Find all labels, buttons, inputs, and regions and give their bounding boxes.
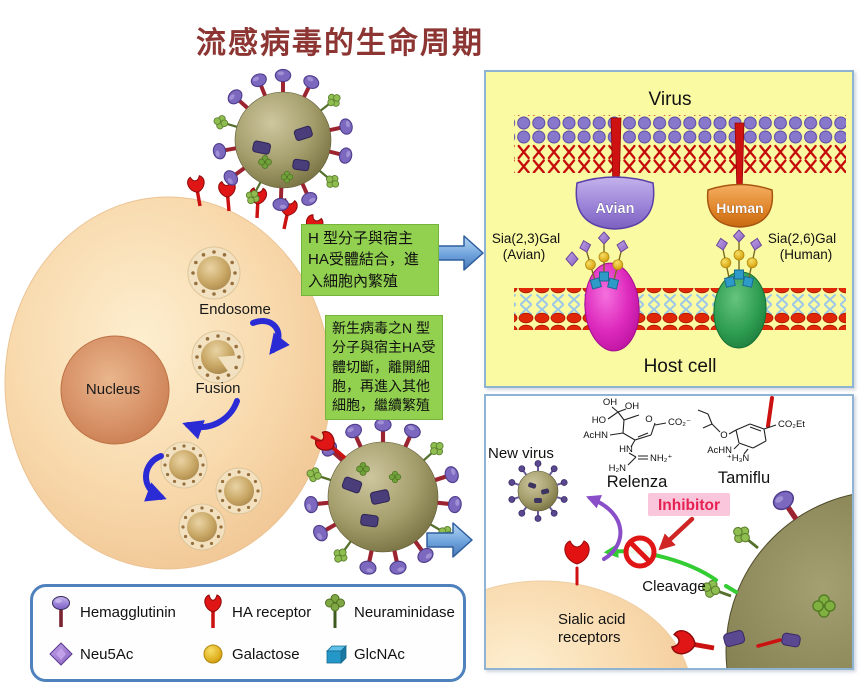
inhibitor-arrow [658, 516, 695, 551]
legend-item-glcnac: GlcNAc [323, 642, 457, 666]
influenza-virus-released [303, 417, 463, 577]
svg-text:HO: HO [592, 415, 606, 426]
virus-corner [671, 396, 852, 668]
tamiflu-label: Tamiflu [718, 469, 770, 487]
legend-item-neu5ac: Neu5Ac [49, 642, 201, 666]
sialic-acid-label-1: Sialic acid [558, 611, 626, 628]
budding-virus [161, 442, 207, 488]
human-ha: Human [706, 122, 774, 228]
host-membrane [514, 288, 846, 330]
relenza-structure [607, 406, 667, 466]
endosome-label: Endosome [199, 301, 271, 318]
inhibitor-panel-art: OH OH HO O CO₂⁻ AcHN HN NH₂⁺ H₂N Relenza [486, 396, 852, 668]
page-title: 流感病毒的生命周期 [196, 27, 484, 60]
relenza-atom-labels: OH OH HO O CO₂⁻ AcHN HN NH₂⁺ H₂N [583, 397, 691, 474]
receptor-panel-art: Virus Avian Human Sia(2,3)Gal (Avian) Si… [492, 89, 846, 377]
virus-membrane [514, 115, 846, 173]
legend-label: Neuraminidase [354, 603, 455, 621]
fusion-endosome [191, 330, 245, 384]
human-label: Human [716, 200, 763, 216]
svg-text:NH₂⁺: NH₂⁺ [650, 453, 672, 464]
svg-text:OH: OH [603, 397, 617, 408]
inhibitor-badge [648, 493, 730, 516]
budding-virus [216, 468, 262, 514]
host-cell-label: Host cell [644, 356, 717, 377]
svg-text:⁺H₃N: ⁺H₃N [727, 453, 750, 464]
influenza-virus-top [211, 68, 355, 212]
callout-entry: H 型分子與宿主HA受體結合，進入細胞內繁殖 [301, 224, 439, 296]
prohibition-icon [623, 535, 657, 569]
flow-arrow-bottom [426, 522, 473, 558]
host-cell-corner [486, 580, 688, 668]
neuraminidase-icon [325, 594, 345, 628]
svg-text:HN: HN [619, 444, 633, 455]
avian-label: Avian [596, 201, 635, 217]
sialic-acid-receptor [564, 540, 590, 586]
cycle-arrows [143, 318, 290, 502]
receptor-panel: Virus Avian Human Sia(2,3)Gal (Avian) Si… [484, 70, 854, 388]
new-virus [508, 460, 568, 522]
legend-item-ha-receptor: HA receptor [201, 594, 323, 630]
sia23-sub-label: (Avian) [503, 247, 546, 262]
avian-ha: Avian [575, 117, 655, 230]
tamiflu-atom-labels: O CO₂Et AcHN ⁺H₃N [707, 419, 805, 464]
endosome [187, 246, 241, 300]
sia26-receptor-protein [713, 271, 767, 349]
legend-label: Hemagglutinin [80, 603, 176, 621]
ha-receptor-icon [204, 594, 222, 628]
legend-label: Neu5Ac [80, 645, 134, 663]
svg-text:CO₂Et: CO₂Et [778, 419, 805, 430]
legend-item-hemagglutinin: Hemagglutinin [49, 594, 201, 630]
legend: Hemagglutinin HA receptor Neuraminidase [30, 584, 466, 682]
sia23-label: Sia(2,3)Gal [492, 231, 560, 246]
legend-label: HA receptor [232, 603, 312, 621]
release-arrow [585, 495, 623, 561]
sia23-glycan [565, 231, 630, 291]
virus-label: Virus [649, 89, 692, 110]
legend-item-neuraminidase: Neuraminidase [323, 594, 457, 630]
receptor-on-released-virus [310, 427, 353, 468]
hemagglutinin-icon [52, 596, 70, 627]
legend-label: GlcNAc [354, 645, 405, 663]
new-virus-label: New virus [488, 445, 554, 462]
tamiflu-structure [697, 409, 777, 455]
flow-arrow-top [437, 235, 484, 271]
svg-text:OH: OH [625, 401, 639, 412]
callout-release: 新生病毒之N 型分子與宿主HA受體切斷，離開細胞，再進入其他細胞，繼續繁殖 [325, 315, 443, 420]
inhibitor-label: Inhibitor [658, 497, 720, 514]
sia23-receptor-protein [584, 262, 640, 352]
cleavage-label: Cleavage [642, 578, 705, 595]
svg-text:O: O [720, 430, 727, 441]
glcnac-icon [326, 645, 347, 664]
nucleus [60, 335, 170, 445]
budding-spike-cluster [671, 629, 801, 659]
relenza-label: Relenza [607, 473, 668, 491]
svg-text:AcHN: AcHN [707, 445, 732, 456]
fusion-label: Fusion [195, 380, 240, 397]
sia26-label: Sia(2,6)Gal [768, 231, 836, 246]
neu5ac-icon [49, 642, 73, 666]
galactose-icon [203, 644, 223, 664]
legend-label: Galactose [232, 645, 300, 663]
nucleus-label: Nucleus [86, 381, 140, 398]
inhibitor-panel: OH OH HO O CO₂⁻ AcHN HN NH₂⁺ H₂N Relenza [484, 394, 854, 670]
svg-text:AcHN: AcHN [583, 430, 608, 441]
svg-text:O: O [645, 414, 652, 425]
svg-text:H₂N: H₂N [609, 463, 627, 474]
legend-item-galactose: Galactose [201, 642, 323, 666]
svg-text:CO₂⁻: CO₂⁻ [668, 417, 691, 428]
cleavage-arrow [603, 543, 738, 594]
sia26-sub-label: (Human) [780, 247, 833, 262]
sialic-acid-label-2: receptors [558, 629, 621, 646]
budding-virus [179, 504, 225, 550]
